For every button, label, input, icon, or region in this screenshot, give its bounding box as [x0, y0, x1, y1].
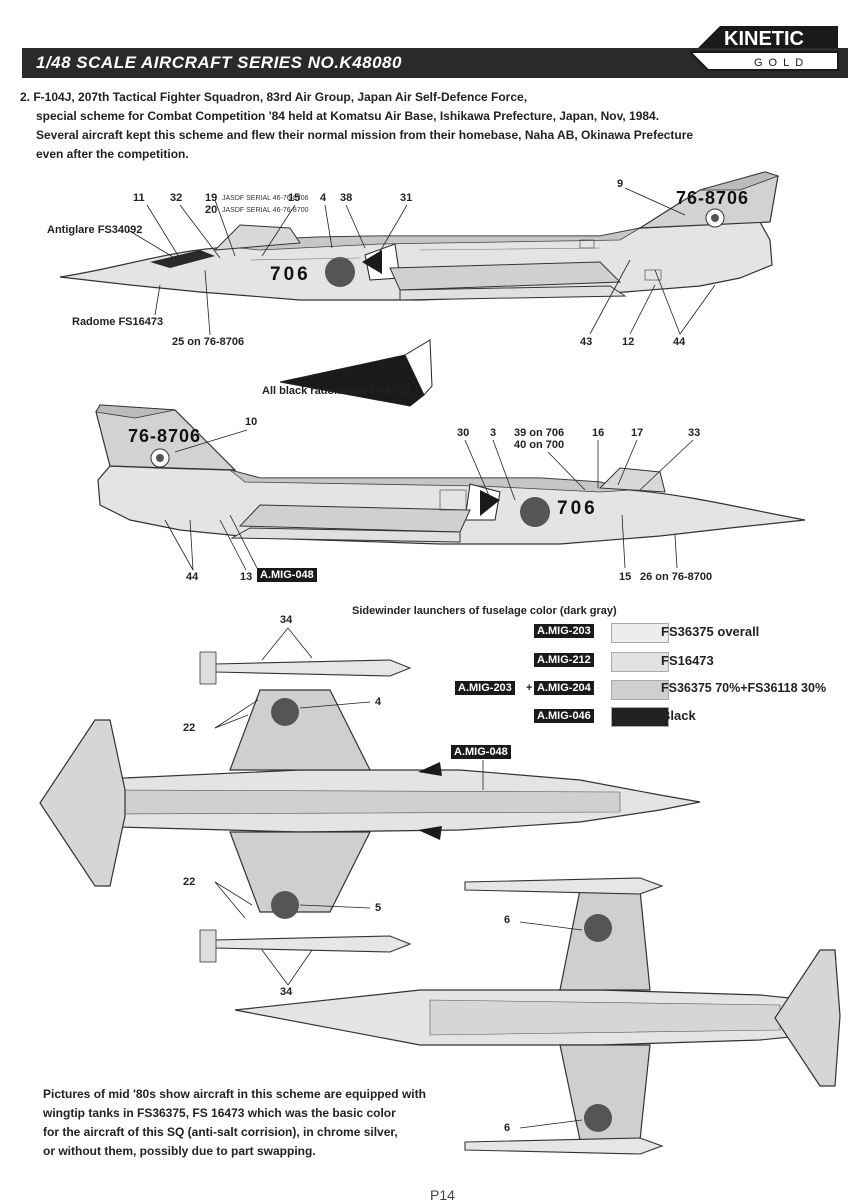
footer-note-4: or without them, possibly due to part sw… [43, 1144, 316, 1158]
legend-code-3a: A.MIG-203 [455, 681, 515, 695]
callout-43: 43 [580, 336, 593, 348]
legend-code-1: A.MIG-203 [534, 624, 594, 638]
top-badge-mig-048: A.MIG-048 [451, 745, 511, 759]
logo-text: KINETIC [724, 28, 804, 50]
callout-17: 17 [631, 427, 644, 439]
callout-39: 39 on 706 [514, 427, 565, 439]
legend-label-2: FS16473 [661, 653, 714, 668]
black-radome-drawing [279, 339, 433, 407]
callout-25: 25 on 76-8706 [172, 336, 245, 348]
footer-note-1: Pictures of mid '80s show aircraft in th… [43, 1087, 426, 1101]
description-line-1: 2. F-104J, 207th Tactical Fighter Squadr… [20, 90, 528, 104]
legend-swatch-1 [611, 623, 669, 643]
callout-26: 26 on 76-8700 [640, 571, 713, 583]
serial-small-1: JASDF SERIAL 46-76-8706 [222, 195, 309, 202]
description-line-3: Several aircraft kept this scheme and fl… [36, 128, 694, 142]
callout-15: 15 [288, 192, 301, 204]
footer-note-2: wingtip tanks in FS36375, FS 16473 which… [43, 1106, 396, 1120]
page-number: P14 [430, 1187, 455, 1203]
legend-label-4: Black [661, 708, 696, 723]
black-radome-note: All black radome on 76-8700 [262, 385, 410, 397]
callout-44b: 44 [186, 571, 199, 583]
serial-small-2: JASDF SERIAL 46-76-8700 [222, 207, 309, 214]
radome-label: Radome FS16473 [72, 316, 164, 328]
callout-6b: 6 [504, 1122, 511, 1134]
description-line-4: even after the competition. [36, 147, 189, 161]
description-line-2: special scheme for Combat Competition '8… [36, 109, 660, 123]
callout-34b: 34 [280, 986, 293, 998]
legend-swatch-2 [611, 652, 669, 672]
callout-22b: 22 [183, 876, 196, 888]
callout-3: 3 [490, 427, 497, 439]
series-title: 1/48 SCALE AIRCRAFT SERIES NO.K48080 [36, 53, 402, 72]
callout-20: 20 [205, 204, 218, 216]
callout-13: 13 [240, 571, 253, 583]
callout-16: 16 [592, 427, 605, 439]
callout-44: 44 [673, 336, 686, 348]
logo-sub: GOLD [754, 57, 809, 69]
callout-15b: 15 [619, 571, 632, 583]
callout-6a: 6 [504, 914, 511, 926]
tail-serial-left: 76-8706 [676, 188, 750, 208]
callout-40: 40 on 700 [514, 439, 565, 451]
nose-number-left: 706 [270, 264, 311, 285]
callout-38: 38 [340, 192, 353, 204]
callout-12: 12 [622, 336, 635, 348]
callout-33: 33 [688, 427, 701, 439]
side-view-left-profile [59, 171, 780, 336]
callout-22a: 22 [183, 722, 196, 734]
sidewinder-note: Sidewinder launchers of fuselage color (… [352, 605, 617, 617]
callout-30: 30 [457, 427, 470, 439]
callout-10: 10 [245, 416, 258, 428]
tail-serial-right: 76-8706 [128, 426, 202, 446]
legend-plus: + [526, 682, 533, 694]
callout-9: 9 [617, 178, 624, 190]
callout-11: 11 [133, 192, 145, 204]
legend-swatch-4 [611, 707, 669, 727]
callout-32: 32 [170, 192, 183, 204]
legend-code-2: A.MIG-212 [534, 653, 594, 667]
side-view-right-profile [95, 404, 806, 571]
callout-4-top: 4 [375, 696, 382, 708]
kinetic-gold-logo: KINETIC GOLD [690, 22, 840, 74]
legend-code-3b: A.MIG-204 [534, 681, 594, 695]
callout-34a: 34 [280, 614, 293, 626]
top-view-plan [39, 627, 701, 986]
side-badge-mig-048: A.MIG-048 [257, 568, 317, 582]
legend-code-4: A.MIG-046 [534, 709, 594, 723]
callout-5: 5 [375, 902, 382, 914]
legend-swatch-3 [611, 680, 669, 700]
antiglare-label: Antiglare FS34092 [47, 224, 143, 236]
bottom-view-plan [234, 877, 841, 1155]
footer-note-3: for the aircraft of this SQ (anti-salt c… [43, 1125, 398, 1139]
callout-19: 19 [205, 192, 218, 204]
legend-label-1: FS36375 overall [661, 624, 760, 639]
callout-4: 4 [320, 192, 327, 204]
legend-label-3: FS36375 70%+FS36118 30% [661, 681, 827, 695]
nose-number-right: 706 [557, 498, 598, 519]
callout-31: 31 [400, 192, 413, 204]
